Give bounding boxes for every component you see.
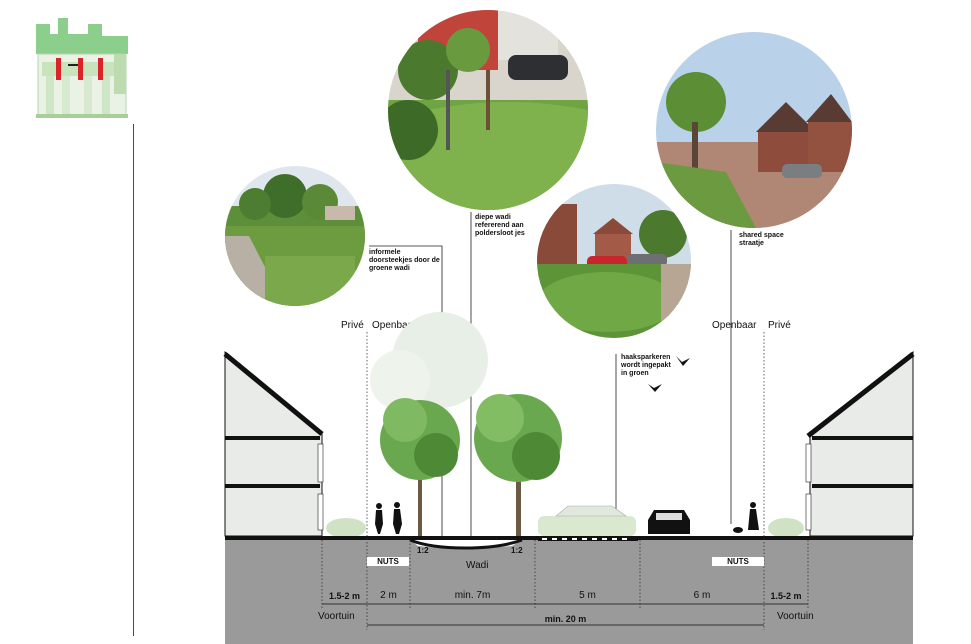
label-prive-right: Privé: [768, 320, 791, 331]
key-map: [32, 18, 132, 120]
label-openbaar-right: Openbaar: [712, 320, 757, 331]
label-prive-left: Privé: [341, 320, 364, 331]
dim-sidewalk: 2 m: [380, 590, 397, 601]
bird-1: [676, 356, 690, 366]
hedge-right: [768, 518, 804, 538]
parking-hedge: [538, 516, 636, 536]
label-voortuin-right: Voortuin: [777, 611, 814, 622]
dim-voortuin-left: 1.5-2 m: [328, 591, 361, 601]
zone-dividers: [321, 332, 809, 630]
tree-right: [474, 394, 562, 540]
car-front: [648, 510, 690, 534]
tree-left: [380, 398, 460, 540]
wadi-profile: [409, 538, 523, 550]
pedestrians-left: [375, 502, 402, 534]
parking-stripe-dashes: [542, 538, 627, 540]
hedge-left: [326, 518, 366, 538]
keymap-divider: [133, 124, 134, 636]
photo-deep-wadi: [388, 10, 588, 210]
pedestrian-dog-right: [733, 502, 759, 533]
house-left: [223, 350, 324, 537]
dim-voortuin-right: 1.5-2 m: [770, 591, 802, 601]
parked-car-ghost: [555, 505, 627, 517]
slope-left: 1:2: [417, 546, 429, 555]
nuts-label-right: NUTS: [712, 557, 764, 566]
label-openbaar-left: Openbaar: [372, 320, 417, 331]
dimension-lines: [322, 603, 808, 626]
ground: [225, 540, 913, 644]
dim-wadi: min. 7m: [454, 590, 491, 601]
annotation-informele: informele doorsteekjes door de groene wa…: [369, 249, 440, 272]
photo-shared-space: [656, 32, 852, 228]
annotation-shared-space: shared space straatje: [739, 232, 784, 247]
bird-2: [648, 384, 662, 392]
dim-total: min. 20 m: [544, 614, 587, 624]
dim-parking: 5 m: [579, 590, 596, 601]
dim-street: 6 m: [693, 590, 711, 601]
annotation-haaksparkeren: haaksparkeren wordt ingepakt in groen: [621, 354, 671, 377]
annotation-diepe-wadi: diepe wadi refererend aan poldersloot je…: [475, 214, 525, 237]
parking-stripe: [538, 537, 638, 541]
slope-right: 1:2: [511, 546, 523, 555]
label-voortuin-left: Voortuin: [318, 611, 355, 622]
nuts-label-left: NUTS: [367, 557, 409, 566]
house-right: [805, 350, 915, 537]
wadi-label: Wadi: [466, 560, 489, 571]
